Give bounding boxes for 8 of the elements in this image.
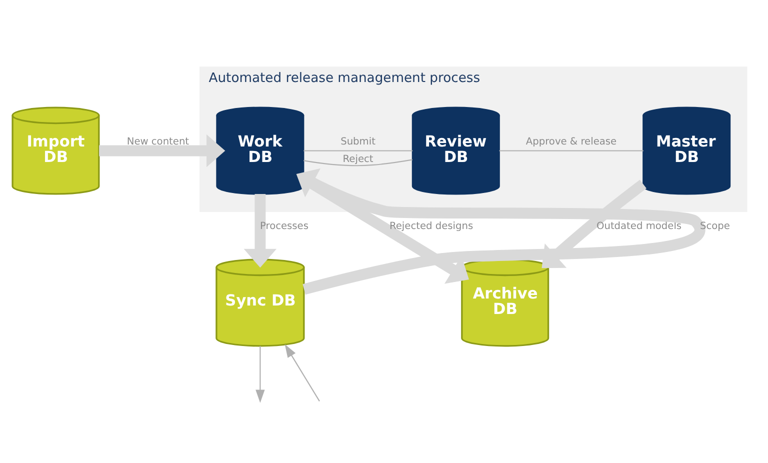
edge-label: New content xyxy=(126,136,190,147)
edge-label: Reject xyxy=(342,153,374,164)
edge-label: Processes xyxy=(260,220,308,232)
edge-label: Rejected designs xyxy=(389,220,474,232)
edge-label: Approve & release xyxy=(526,136,617,147)
edge-label: Outdated models xyxy=(596,220,682,232)
edge-label: Submit xyxy=(340,136,376,147)
edge-label: Scope xyxy=(700,220,730,232)
